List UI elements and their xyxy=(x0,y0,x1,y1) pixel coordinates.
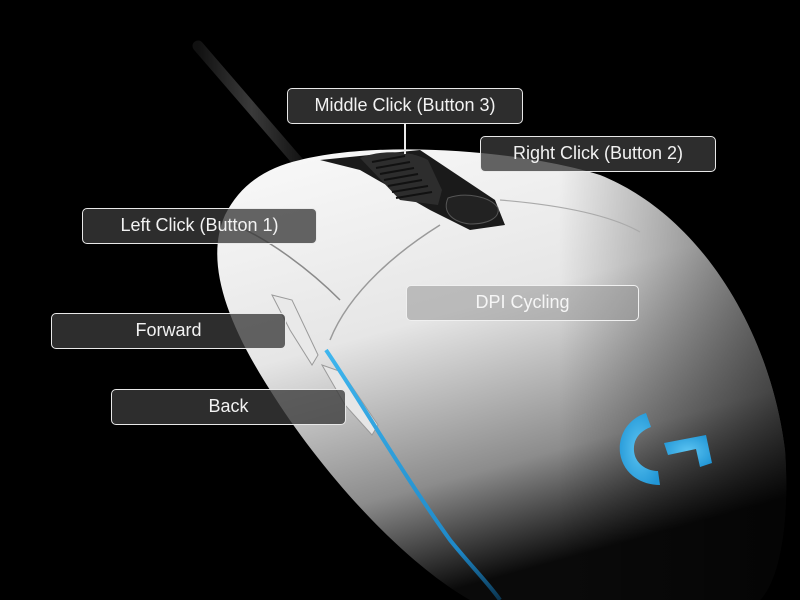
g-logo-icon xyxy=(619,413,712,485)
forward-label[interactable]: Forward xyxy=(51,313,286,349)
right-click-label[interactable]: Right Click (Button 2) xyxy=(480,136,716,172)
scroll-wheel xyxy=(320,150,505,230)
dpi-cycling-label[interactable]: DPI Cycling xyxy=(406,285,639,321)
accent-stripe xyxy=(324,348,502,600)
mouse-body xyxy=(217,149,787,600)
middle-click-label[interactable]: Middle Click (Button 3) xyxy=(287,88,523,124)
left-click-label[interactable]: Left Click (Button 1) xyxy=(82,208,317,244)
mouse-cable xyxy=(192,40,311,176)
middle-click-connector xyxy=(404,124,406,154)
back-label[interactable]: Back xyxy=(111,389,346,425)
